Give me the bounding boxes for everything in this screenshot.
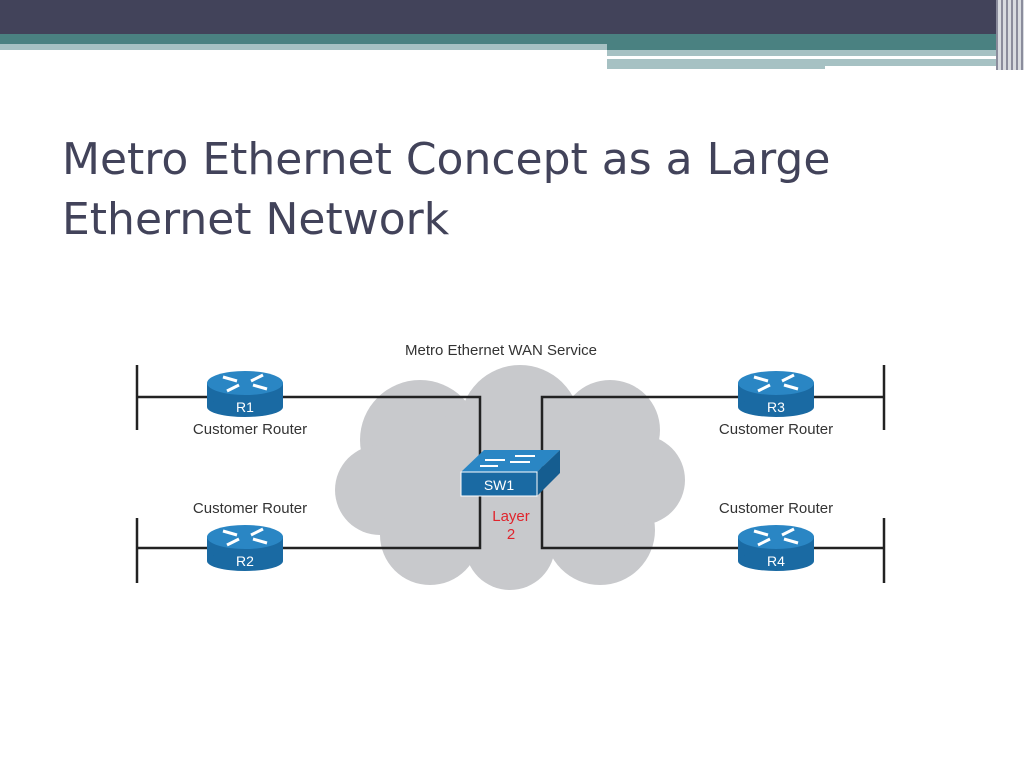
cloud-label: Metro Ethernet WAN Service bbox=[405, 342, 597, 359]
router-label: R1 bbox=[236, 399, 254, 415]
router-r4: R4 bbox=[736, 523, 816, 573]
header-stripe bbox=[607, 59, 1010, 66]
router-r3: R3 bbox=[736, 369, 816, 419]
layer-label: Layer bbox=[492, 508, 530, 525]
header-edge-lines bbox=[996, 0, 1024, 70]
switch-label: SW1 bbox=[484, 477, 515, 493]
header-stripe bbox=[607, 50, 1010, 56]
router-caption: Customer Router bbox=[193, 421, 307, 438]
router-label: R3 bbox=[767, 399, 785, 415]
header-bar bbox=[0, 0, 1024, 34]
switch-sw1: SW1 bbox=[460, 450, 560, 497]
router-r1: R1 bbox=[205, 369, 285, 419]
router-label: R4 bbox=[767, 553, 785, 569]
router-label: R2 bbox=[236, 553, 254, 569]
header-stripe bbox=[607, 66, 825, 69]
router-caption: Customer Router bbox=[193, 500, 307, 517]
header-stripe bbox=[0, 44, 607, 50]
router-r2: R2 bbox=[205, 523, 285, 573]
router-caption: Customer Router bbox=[719, 421, 833, 438]
layer-number: 2 bbox=[507, 526, 515, 543]
router-caption: Customer Router bbox=[719, 500, 833, 517]
header-stripe bbox=[607, 56, 948, 59]
